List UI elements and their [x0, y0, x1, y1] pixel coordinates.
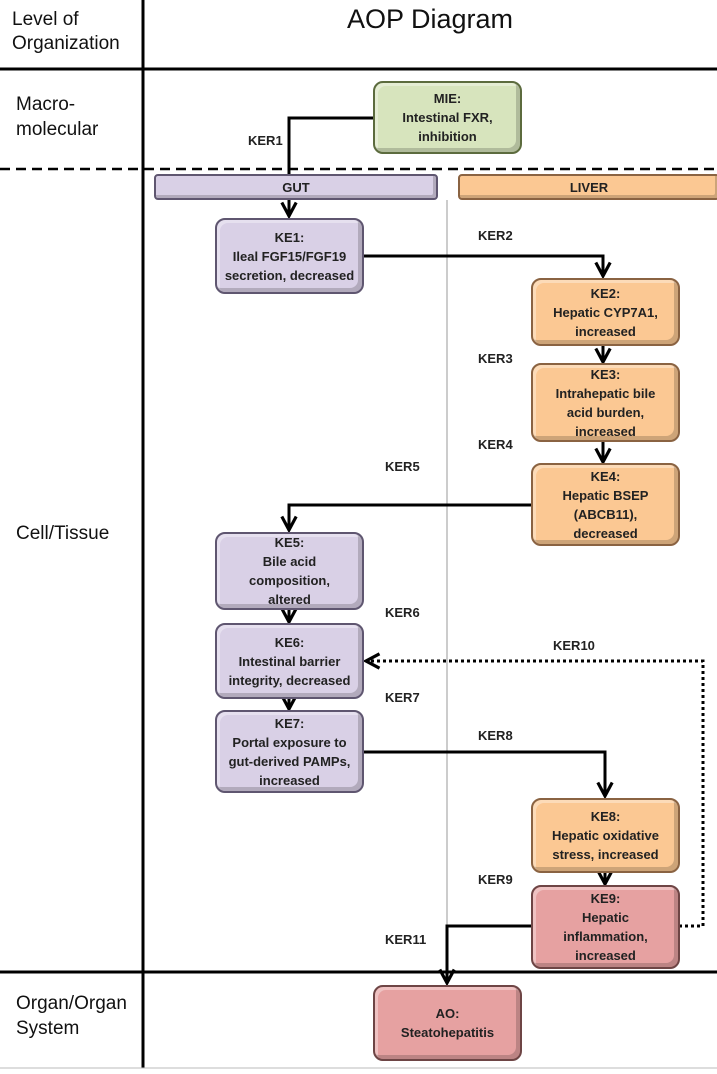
- ke7-node[interactable]: KE7: Portal exposure to gut-derived PAMP…: [215, 710, 364, 793]
- ker8-connector: [363, 750, 605, 796]
- ker11-label: KER11: [385, 932, 427, 947]
- ke6-node[interactable]: KE6: Intestinal barrier integrity, decre…: [215, 623, 364, 699]
- ker2-connector: [363, 254, 603, 276]
- ke8-node[interactable]: KE8: Hepatic oxidative stress, increased: [531, 798, 680, 873]
- ker4-label: KER4: [478, 437, 513, 452]
- level-of-organization-header: Level of Organization: [12, 9, 120, 54]
- ker5-connector: [289, 503, 531, 530]
- ke3-node[interactable]: KE3: Intrahepatic bile acid burden, incr…: [531, 363, 680, 442]
- mie-node[interactable]: MIE: Intestinal FXR, inhibition: [373, 81, 522, 154]
- ker10-connector: [366, 661, 705, 928]
- ke2-node[interactable]: KE2: Hepatic CYP7A1, increased: [531, 278, 680, 346]
- gut-compartment-bar: GUT: [154, 174, 438, 200]
- ker8-label: KER8: [478, 728, 513, 743]
- liver-compartment-bar: LIVER: [458, 174, 717, 200]
- ker5-label: KER5: [385, 459, 420, 474]
- ker9-label: KER9: [478, 872, 513, 887]
- ker10-label: KER10: [553, 638, 595, 653]
- level-cell-tissue: Cell/Tissue: [16, 523, 110, 544]
- ker1-label: KER1: [248, 133, 283, 148]
- ker11-connector: [447, 924, 531, 983]
- ker1-connector: [287, 116, 373, 174]
- ker3-label: KER3: [478, 351, 513, 366]
- level-organ: Organ/Organ System: [16, 993, 127, 1039]
- level-macromolecular: Macro- molecular: [16, 94, 99, 140]
- ao-node[interactable]: AO: Steatohepatitis: [373, 985, 522, 1061]
- ke1-node[interactable]: KE1: Ileal FGF15/FGF19 secretion, decrea…: [215, 218, 364, 294]
- ke4-node[interactable]: KE4: Hepatic BSEP (ABCB11), decreased: [531, 463, 680, 546]
- ker7-label: KER7: [385, 690, 420, 705]
- ke5-node[interactable]: KE5: Bile acid composition, altered: [215, 532, 364, 610]
- page-title: AOP Diagram: [346, 4, 514, 34]
- ker6-label: KER6: [385, 605, 420, 620]
- ker2-label: KER2: [478, 228, 513, 243]
- ke9-node[interactable]: KE9: Hepatic inflammation, increased: [531, 885, 680, 969]
